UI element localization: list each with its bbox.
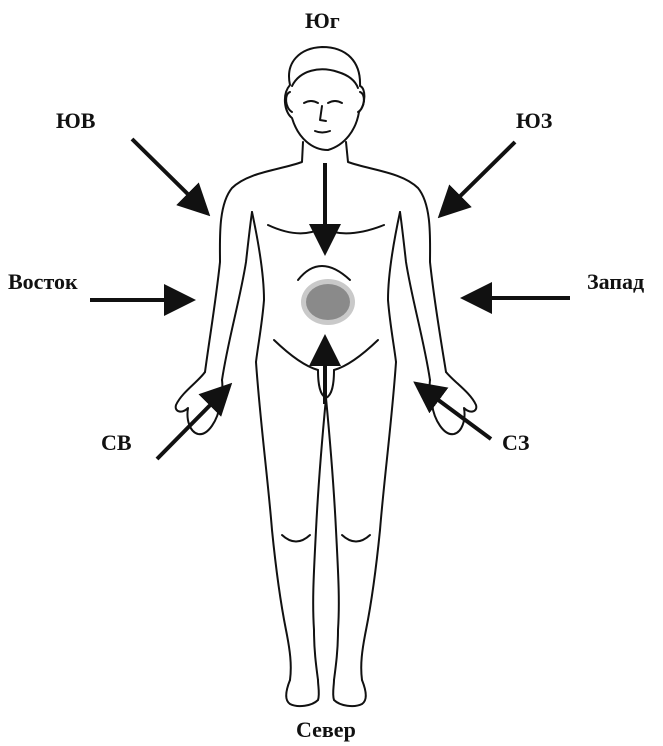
left-inner-arm (222, 212, 252, 380)
arrow-northeast-icon (157, 387, 228, 459)
arrow-northwest-icon (418, 385, 491, 439)
left-leg-outer (256, 362, 291, 680)
mouth (315, 131, 330, 133)
right-leg-outer (361, 362, 396, 680)
arrow-southwest-icon (442, 142, 515, 214)
left-knee (282, 535, 310, 542)
ribcage-line (298, 266, 350, 280)
left-foot (286, 680, 319, 706)
right-ear (358, 92, 364, 112)
right-foot (333, 680, 366, 706)
left-eye (304, 101, 318, 103)
right-leg-inner (326, 398, 339, 680)
right-inner-arm (400, 212, 430, 380)
torso-right (346, 142, 446, 372)
hip-line-left (274, 340, 318, 370)
hair-line (292, 69, 358, 88)
right-knee (342, 535, 370, 542)
hip-line-right (334, 340, 378, 370)
left-leg-inner (313, 398, 326, 680)
arrow-southeast-icon (132, 139, 206, 212)
left-hand (176, 372, 223, 434)
right-eye (328, 101, 342, 103)
navel-marker (301, 279, 355, 325)
nose (320, 106, 326, 121)
right-waist (388, 212, 400, 362)
torso-left (205, 142, 303, 372)
left-waist (252, 212, 264, 362)
head-outline (285, 47, 364, 150)
